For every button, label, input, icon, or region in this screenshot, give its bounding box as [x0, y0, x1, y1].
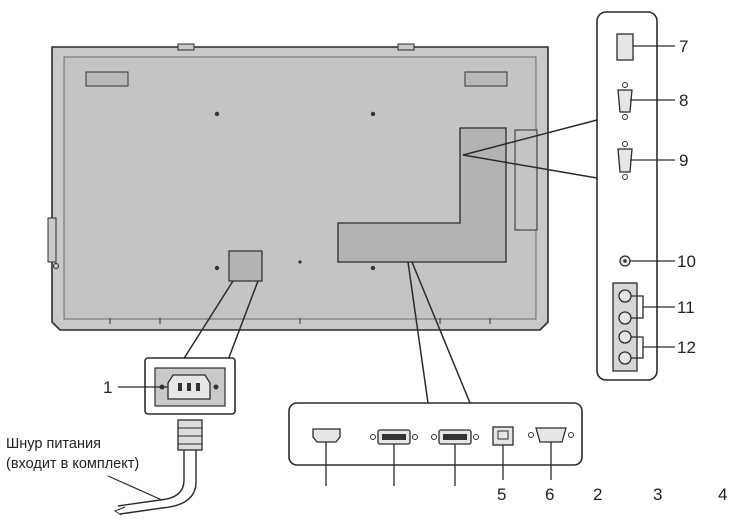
handle-left	[85, 71, 129, 87]
callout-numbers: 1 5 6 2 3 4 7 8 9 10 11 12	[103, 37, 727, 504]
vesa-hole	[370, 111, 376, 117]
lan-port	[492, 426, 514, 446]
callout-5: 5	[497, 485, 506, 504]
dvi-port-1	[370, 429, 418, 445]
callout-11: 11	[677, 298, 695, 317]
bottom-callout-lines	[325, 442, 552, 486]
vesa-hole	[214, 265, 220, 271]
callout-7: 7	[679, 37, 688, 56]
usb-port	[616, 33, 634, 61]
rca-jack	[618, 330, 632, 344]
callout-3: 3	[653, 485, 662, 504]
callout-8: 8	[679, 91, 688, 110]
rca-jack	[618, 289, 632, 303]
vesa-hole	[214, 111, 220, 117]
ac-inlet-recess	[228, 250, 263, 282]
bottom-terminals-zoom	[288, 402, 583, 466]
power-cord	[113, 419, 203, 516]
side-terminals-zoom	[596, 11, 658, 381]
callout-9: 9	[679, 151, 688, 170]
monitor-back-cover	[63, 56, 537, 320]
rca-jack	[618, 351, 632, 365]
leader-lines	[182, 119, 598, 404]
vga-port	[528, 427, 574, 443]
dvi-port-2	[431, 429, 479, 445]
hdmi-port	[312, 428, 341, 443]
ac-inlet-zoom	[144, 357, 236, 415]
rca-jack	[618, 311, 632, 325]
callout-10: 10	[677, 252, 696, 271]
side-callout-lines	[118, 45, 675, 388]
monitor-rear-panel	[47, 43, 549, 331]
callout-12: 12	[677, 338, 696, 357]
handle-right	[464, 71, 508, 87]
vesa-hole	[370, 265, 376, 271]
rs232-port-9	[617, 141, 633, 180]
callout-4: 4	[718, 485, 727, 504]
caption-leader	[107, 475, 163, 501]
power-cord-caption-line1: Шнур питания	[6, 436, 101, 452]
callout-2: 2	[593, 485, 602, 504]
terminal-bay	[337, 127, 507, 263]
rs232-port-8	[617, 82, 633, 120]
callout-6: 6	[545, 485, 554, 504]
power-cord-caption-line2: (входит в комплект)	[6, 456, 139, 472]
callout-1: 1	[103, 378, 112, 397]
